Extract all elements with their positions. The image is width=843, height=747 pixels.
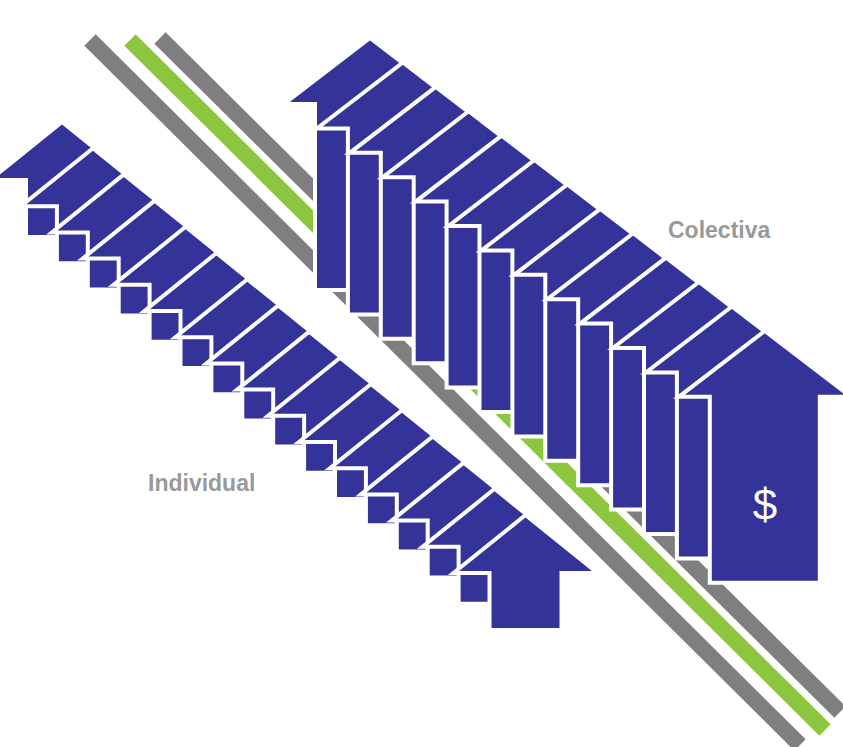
dollar-arrow-node: $ <box>710 455 820 555</box>
stack-label: Individual <box>148 470 255 497</box>
up-arrow <box>679 331 843 583</box>
currency-symbol: $ <box>753 480 777 530</box>
up-arrow <box>454 515 598 630</box>
stack-label: Colectiva <box>668 217 770 244</box>
collective-arrows <box>284 38 843 583</box>
